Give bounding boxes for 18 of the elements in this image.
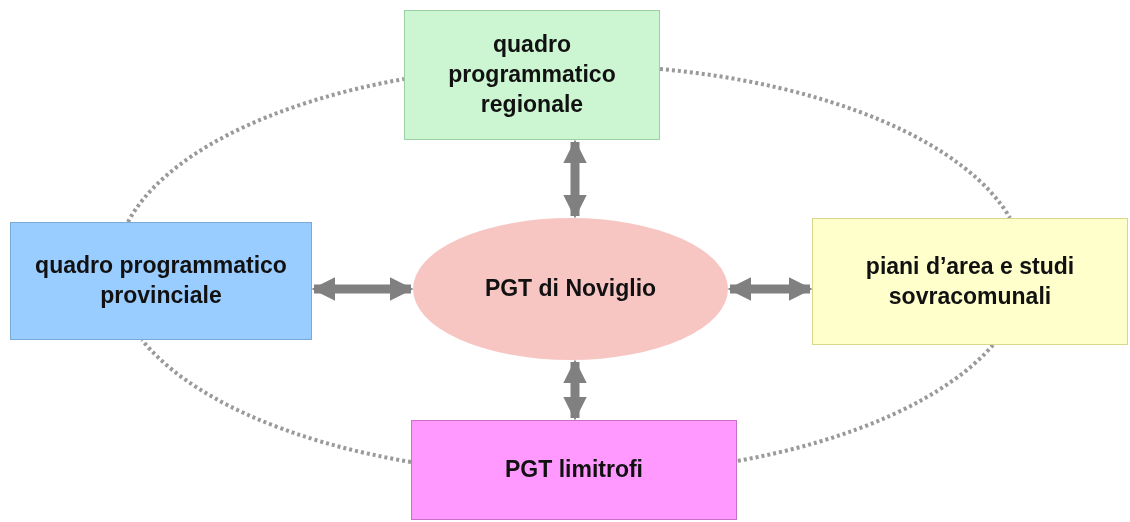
node-label: quadro programmatico regionale	[447, 30, 617, 119]
dotted-connector	[140, 338, 412, 464]
node-label: PGT limitrofi	[504, 455, 644, 485]
node-label: piani d’area e studi sovracomunali	[864, 251, 1076, 311]
dotted-connector	[126, 77, 405, 224]
dotted-connector	[659, 67, 1012, 220]
double-arrow	[563, 139, 587, 219]
ellipse-node	[413, 218, 728, 360]
double-arrow	[311, 277, 414, 301]
process-box	[812, 218, 1128, 345]
double-arrow	[727, 277, 813, 301]
process-box	[10, 222, 312, 340]
process-box	[404, 10, 660, 140]
double-arrow	[563, 359, 587, 421]
node-label: PGT di Noviglio	[483, 274, 658, 304]
dotted-connector	[736, 343, 995, 463]
node-label: quadro programmatico provinciale	[34, 251, 288, 310]
process-box	[411, 420, 737, 520]
